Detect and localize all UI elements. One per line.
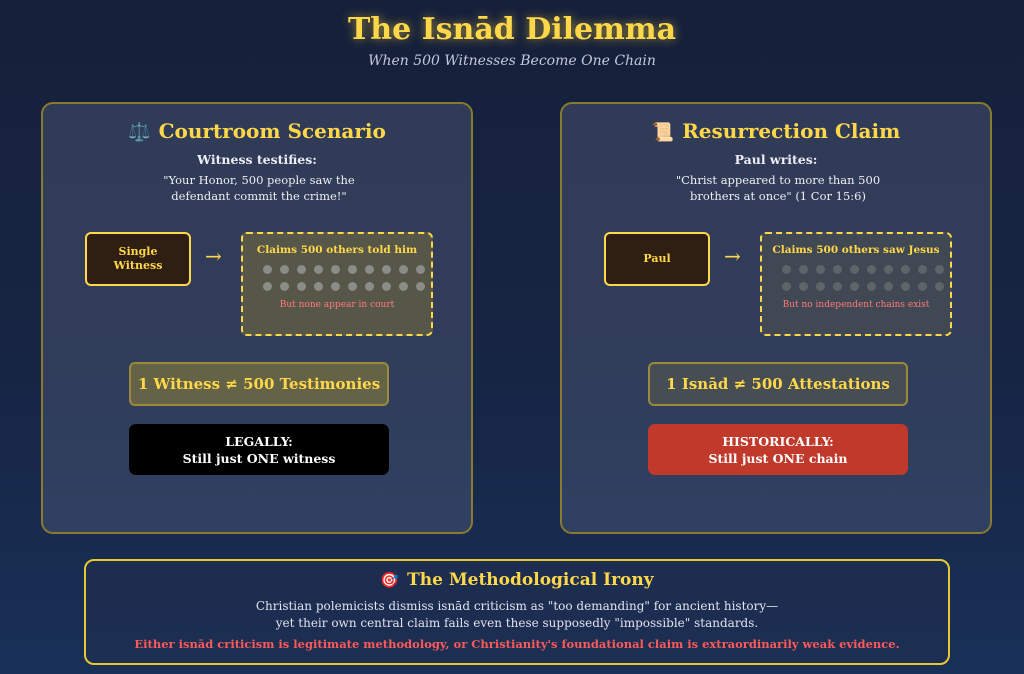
person-dot bbox=[348, 282, 357, 291]
irony-text-line1: Christian polemicists dismiss isnād crit… bbox=[255, 599, 779, 613]
person-dot bbox=[867, 282, 876, 291]
resurrection-title: 📜 Resurrection Claim bbox=[562, 119, 990, 143]
target-icon: 🎯 bbox=[380, 571, 400, 589]
resurrection-title-text: Resurrection Claim bbox=[682, 119, 901, 143]
courtroom-claims-note: But none appear in court bbox=[279, 300, 395, 310]
person-dot bbox=[314, 265, 323, 274]
person-dot bbox=[850, 265, 859, 274]
courtroom-quote-text: "Your Honor, 500 people saw the defendan… bbox=[163, 173, 355, 203]
methodological-irony-box: 🎯 The Methodological Irony Christian pole… bbox=[84, 559, 950, 665]
courtroom-claims-box: Claims 500 others told him But none appe… bbox=[241, 232, 433, 336]
person-dot bbox=[314, 282, 323, 291]
person-dot bbox=[399, 282, 408, 291]
person-dot bbox=[816, 282, 825, 291]
single-witness-line2: Witness bbox=[113, 259, 163, 272]
resurrection-equation: 1 Isnād ≠ 500 Attestations bbox=[648, 362, 908, 406]
person-dot bbox=[918, 282, 927, 291]
scroll-icon: 📜 bbox=[651, 122, 675, 143]
person-dot bbox=[297, 265, 306, 274]
courtroom-verdict-line1: LEGALLY: bbox=[225, 433, 293, 449]
paul-box: Paul bbox=[604, 232, 710, 286]
single-witness-box: Single Witness bbox=[85, 232, 191, 286]
witness-dots bbox=[263, 265, 433, 299]
person-dot bbox=[280, 282, 289, 291]
person-dot bbox=[782, 265, 791, 274]
person-dot bbox=[884, 282, 893, 291]
resurrection-panel: 📜 Resurrection Claim Paul writes: "Christ… bbox=[560, 102, 992, 534]
person-dot bbox=[331, 282, 340, 291]
person-dot bbox=[850, 282, 859, 291]
courtroom-panel: ⚖️Courtroom Scenario Witness testifies: … bbox=[41, 102, 473, 534]
person-dot bbox=[867, 265, 876, 274]
person-dot bbox=[918, 265, 927, 274]
person-dot bbox=[382, 282, 391, 291]
person-dot bbox=[935, 265, 944, 274]
resurrection-claims-box: Claims 500 others saw Jesus But no indep… bbox=[760, 232, 952, 336]
arrow-right-icon: → bbox=[205, 244, 222, 268]
person-dot bbox=[782, 282, 791, 291]
courtroom-claims-title: Claims 500 others told him bbox=[256, 244, 418, 256]
person-dot bbox=[901, 265, 910, 274]
page-title: The Isnād Dilemma bbox=[347, 12, 677, 47]
person-dot bbox=[365, 265, 374, 274]
courtroom-equation: 1 Witness ≠ 500 Testimonies bbox=[129, 362, 389, 406]
courtroom-verdict: LEGALLY: Still just ONE witness bbox=[129, 424, 389, 475]
courtroom-title: ⚖️ Courtroom Scenario bbox=[43, 119, 471, 143]
person-dot bbox=[331, 265, 340, 274]
person-dot bbox=[935, 282, 944, 291]
person-dot bbox=[416, 265, 425, 274]
irony-text-line2: yet their own central claim fails even t… bbox=[275, 616, 759, 630]
person-dot bbox=[884, 265, 893, 274]
irony-conclusion: Either isnād criticism is legitimate met… bbox=[134, 637, 900, 651]
person-dot bbox=[348, 265, 357, 274]
resurrection-verdict: HISTORICALLY: Still just ONE chain bbox=[648, 424, 908, 475]
resurrection-quote-text: "Christ appeared to more than 500 brothe… bbox=[675, 173, 881, 203]
person-dot bbox=[263, 282, 272, 291]
resurrection-verdict-line1: HISTORICALLY: bbox=[722, 433, 834, 449]
courtroom-title-text: Courtroom Scenario bbox=[158, 119, 386, 143]
courtroom-verdict-line2: Still just ONE witness bbox=[182, 450, 336, 466]
resurrection-quote-label: Paul writes: bbox=[734, 152, 818, 167]
single-witness-line1: Single bbox=[118, 245, 158, 258]
person-dot bbox=[280, 265, 289, 274]
irony-title: 🎯 The Methodological Irony bbox=[86, 570, 948, 590]
resurrection-claims-title: Claims 500 others saw Jesus bbox=[772, 244, 940, 256]
person-dot bbox=[297, 282, 306, 291]
witness-dots bbox=[782, 265, 952, 299]
person-dot bbox=[816, 265, 825, 274]
page-subtitle: When 500 Witnesses Become One Chain bbox=[368, 53, 656, 69]
irony-title-text: The Methodological Irony bbox=[407, 570, 654, 590]
person-dot bbox=[399, 265, 408, 274]
person-dot bbox=[263, 265, 272, 274]
person-dot bbox=[799, 265, 808, 274]
person-dot bbox=[365, 282, 374, 291]
scales-icon: ⚖️ bbox=[128, 122, 151, 143]
person-dot bbox=[833, 265, 842, 274]
person-dot bbox=[799, 282, 808, 291]
person-dot bbox=[901, 282, 910, 291]
person-dot bbox=[382, 265, 391, 274]
person-dot bbox=[416, 282, 425, 291]
courtroom-quote-label: Witness testifies: bbox=[197, 152, 317, 167]
resurrection-verdict-line2: Still just ONE chain bbox=[708, 450, 848, 466]
person-dot bbox=[833, 282, 842, 291]
arrow-right-icon: → bbox=[724, 244, 741, 268]
resurrection-claims-note: But no independent chains exist bbox=[782, 300, 930, 310]
